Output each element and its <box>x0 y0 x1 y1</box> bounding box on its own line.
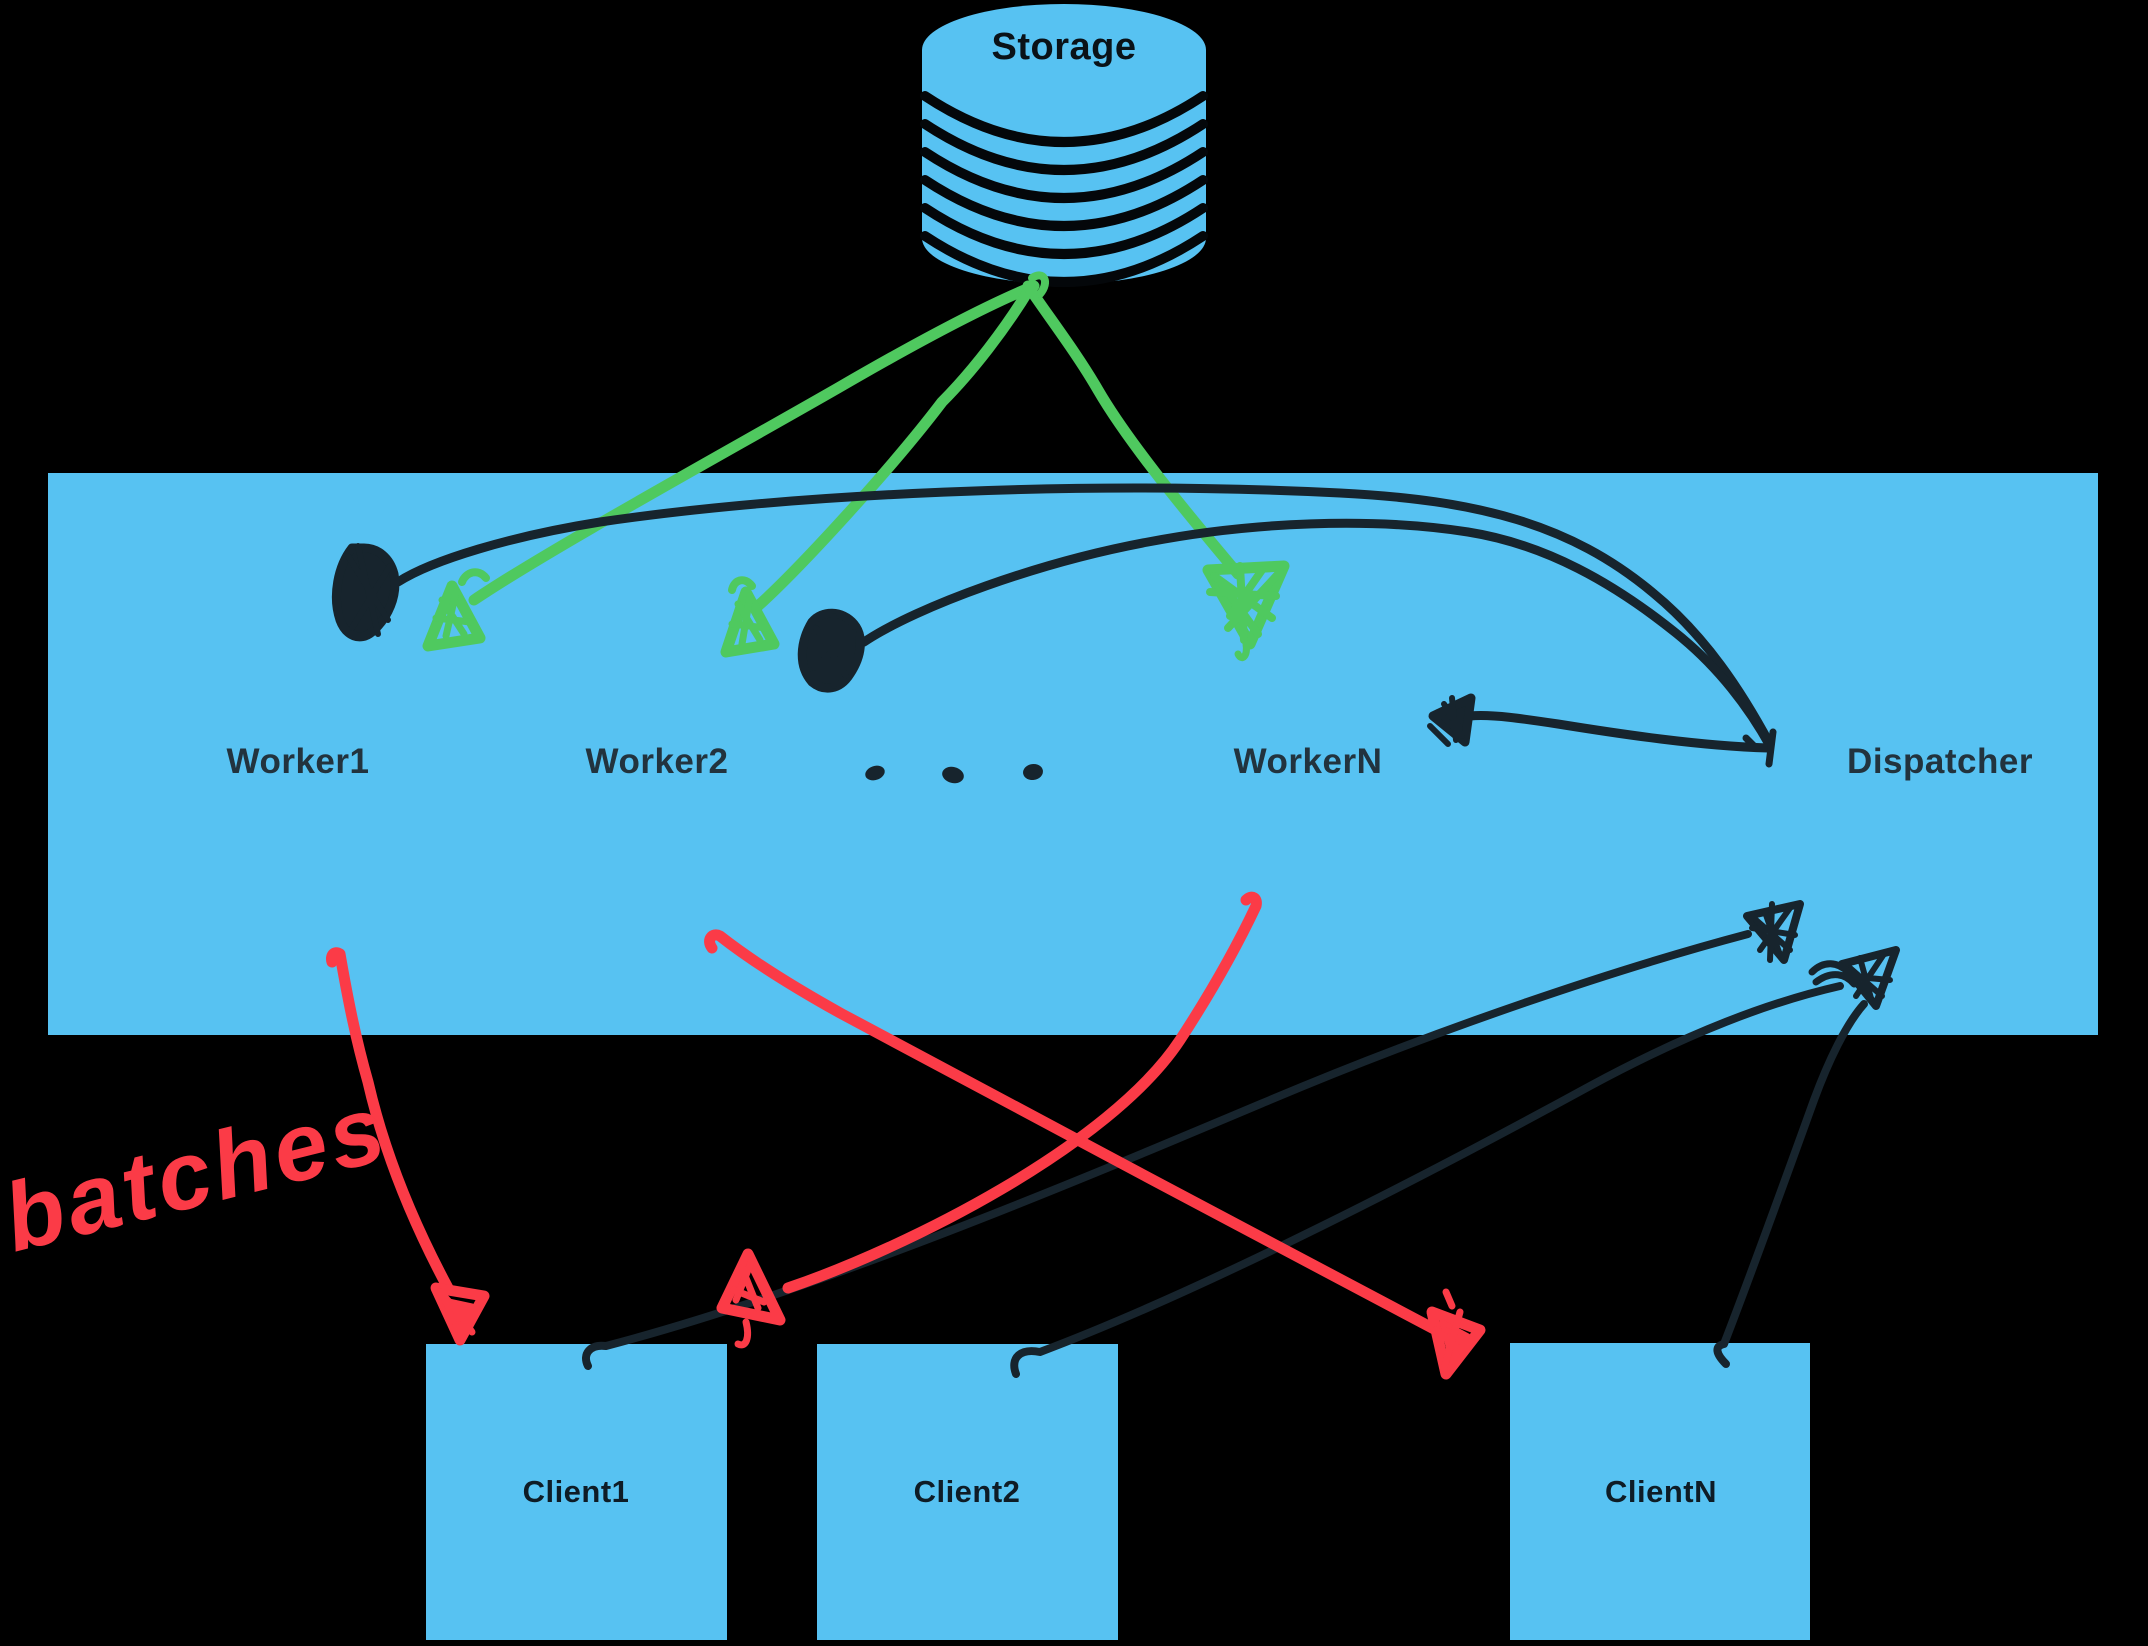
arrow-dispatcher-to-worker1 <box>331 483 1775 749</box>
arrow-client2-to-dispatcher <box>1010 946 1900 1378</box>
arrow-clientn-to-dispatcher <box>1713 1000 1868 1368</box>
clientn-box <box>1510 1343 1810 1640</box>
ellipsis-dots <box>865 763 1043 784</box>
arrow-dispatcher-to-workern <box>1427 693 1777 768</box>
storage-label: Storage <box>991 26 1137 68</box>
worker1-label: Worker1 <box>226 742 370 781</box>
arrow-workern-to-client2 <box>716 891 1262 1349</box>
client2-box <box>817 1344 1118 1640</box>
arrow-worker1-to-client1 <box>326 947 490 1346</box>
dispatcher-label: Dispatcher <box>1847 742 2033 781</box>
batches-label: batches <box>0 1074 398 1272</box>
client2-label: Client2 <box>913 1474 1021 1509</box>
arrow-worker2-to-clientn <box>704 929 1486 1380</box>
workern-label: WorkerN <box>1233 742 1383 781</box>
clientn-label: ClientN <box>1605 1474 1717 1509</box>
arrow-client1-to-dispatcher <box>582 900 1804 1370</box>
arrow-dispatcher-to-worker2 <box>797 518 1775 751</box>
storage-cylinder-icon <box>920 4 1208 287</box>
arrow-storage-to-worker1 <box>422 280 1040 652</box>
client1-label: Client1 <box>522 1474 630 1509</box>
arrow-storage-to-worker2 <box>720 282 1036 658</box>
worker2-label: Worker2 <box>585 742 729 781</box>
client1-box <box>426 1344 727 1640</box>
